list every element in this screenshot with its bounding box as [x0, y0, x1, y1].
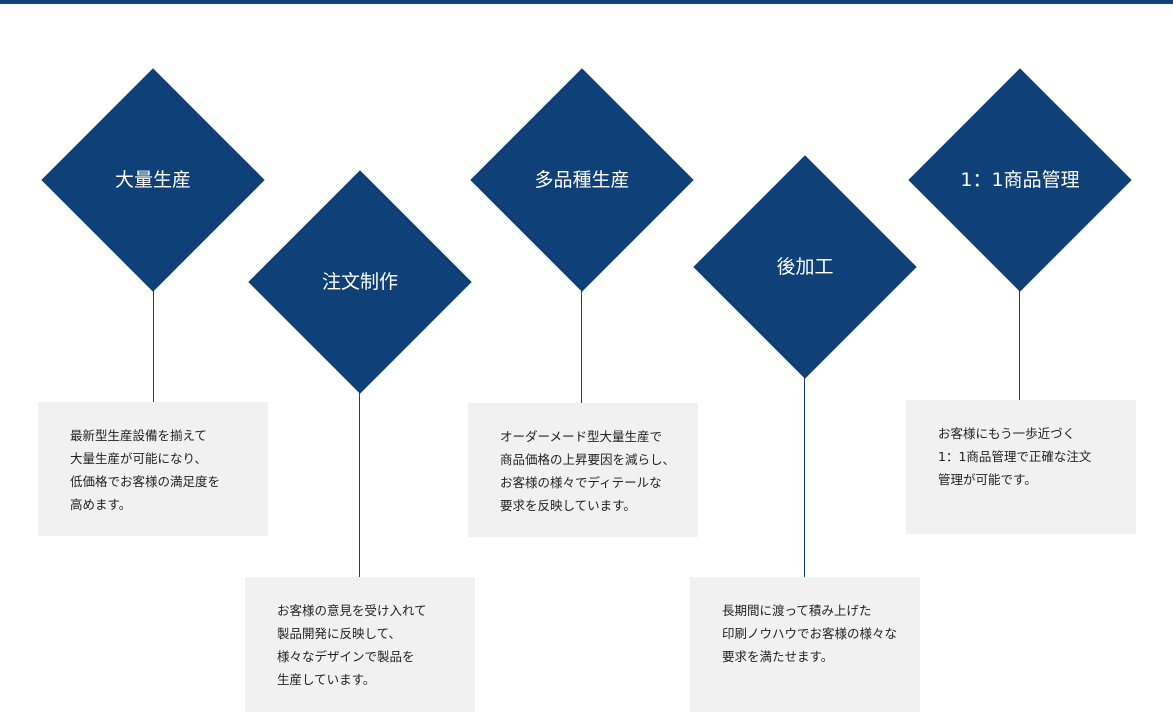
desc-line: 長期間に渡って積み上げた [722, 603, 872, 618]
connector-step-5 [1019, 290, 1020, 400]
desc-line: 1：1商品管理で正確な注文 [938, 449, 1092, 464]
desc-line: お客様の意見を受け入れて [277, 603, 427, 618]
desc-line: 製品開発に反映して、 [277, 626, 402, 641]
desc-line: 商品価格の上昇要因を減らし、 [500, 452, 676, 467]
desc-box-step-5: お客様にもう一歩近づく 1：1商品管理で正確な注文 管理が可能です。 [906, 400, 1136, 534]
step-1-title: 大量生産 [114, 169, 191, 191]
desc-box-step-4: 長期間に渡って積み上げた 印刷ノウハウでお客様の様々な 要求を満たせます。 [690, 577, 920, 712]
top-accent-bar [0, 0, 1173, 4]
desc-line: 印刷ノウハウでお客様の様々な [722, 626, 898, 641]
step-5-title: 1：1商品管理 [960, 169, 1080, 191]
desc-line: 大量生産が可能になり、 [70, 451, 208, 466]
desc-line: 管理が可能です。 [938, 472, 1037, 487]
connector-step-4 [804, 377, 805, 577]
desc-line: お客様の様々でディテールな [500, 475, 662, 490]
connector-step-3 [581, 290, 582, 403]
desc-box-step-2: お客様の意見を受け入れて 製品開発に反映して、 様々なデザインで製品を 生産して… [245, 577, 475, 712]
desc-box-step-3: オーダーメード型大量生産で 商品価格の上昇要因を減らし、 お客様の様々でディテー… [468, 403, 698, 537]
desc-line: 高めます。 [70, 497, 132, 512]
desc-line: お客様にもう一歩近づく [938, 426, 1076, 441]
connector-step-1 [153, 290, 154, 402]
desc-line: 要求を反映しています。 [500, 498, 636, 513]
step-4-title: 後加工 [776, 256, 834, 278]
desc-line: 要求を満たせます。 [722, 649, 834, 664]
desc-line: 最新型生産設備を揃えて [70, 428, 207, 443]
desc-line: 様々なデザインで製品を [277, 649, 415, 664]
desc-box-step-1: 最新型生産設備を揃えて 大量生産が可能になり、 低価格でお客様の満足度を 高めま… [38, 402, 268, 536]
step-2-title: 注文制作 [321, 271, 398, 293]
desc-line: 低価格でお客様の満足度を [70, 474, 221, 489]
desc-line: オーダーメード型大量生産で [500, 429, 663, 444]
step-3-title: 多品種生産 [534, 169, 630, 191]
desc-line: 生産しています。 [277, 672, 376, 687]
connector-step-2 [359, 392, 360, 577]
